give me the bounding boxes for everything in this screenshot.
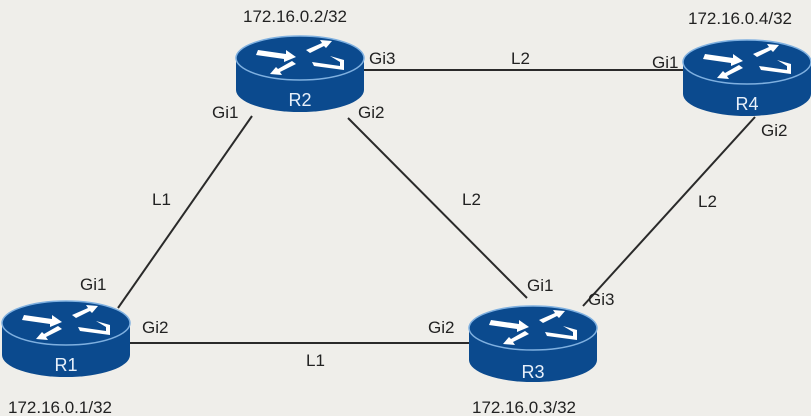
link-label: L1: [152, 190, 171, 209]
interface-label: Gi3: [588, 290, 614, 309]
link-r4-r3: [582, 116, 756, 307]
interface-label: Gi1: [80, 275, 106, 294]
interface-label: Gi2: [358, 103, 384, 122]
ip-label-r4: 172.16.0.4/32: [688, 9, 792, 28]
link-label: L2: [462, 190, 481, 209]
link-label: L2: [698, 192, 717, 211]
ip-label-r1: 172.16.0.1/32: [8, 398, 112, 416]
interface-label: Gi2: [761, 121, 787, 140]
router-name: R1: [54, 355, 77, 375]
link-label: L2: [511, 49, 530, 68]
interface-label: Gi3: [369, 49, 395, 68]
interface-label: Gi1: [527, 276, 553, 295]
router-name: R4: [735, 94, 758, 114]
interface-label: Gi1: [212, 103, 238, 122]
interface-label: Gi2: [142, 318, 168, 337]
router-r3[interactable]: R3: [468, 305, 598, 383]
ip-label-r2: 172.16.0.2/32: [243, 7, 347, 26]
router-r1[interactable]: R1: [1, 300, 131, 378]
interface-label: Gi1: [652, 53, 678, 72]
router-r2[interactable]: R2: [235, 35, 365, 113]
router-name: R3: [521, 362, 544, 382]
router-r4[interactable]: R4: [682, 39, 811, 117]
link-label: L1: [306, 351, 325, 370]
link-r2-r3: [347, 117, 528, 299]
link-r1-r2: [117, 115, 253, 309]
ip-label-r3: 172.16.0.3/32: [472, 398, 576, 416]
router-name: R2: [288, 90, 311, 110]
interface-label: Gi2: [428, 318, 454, 337]
